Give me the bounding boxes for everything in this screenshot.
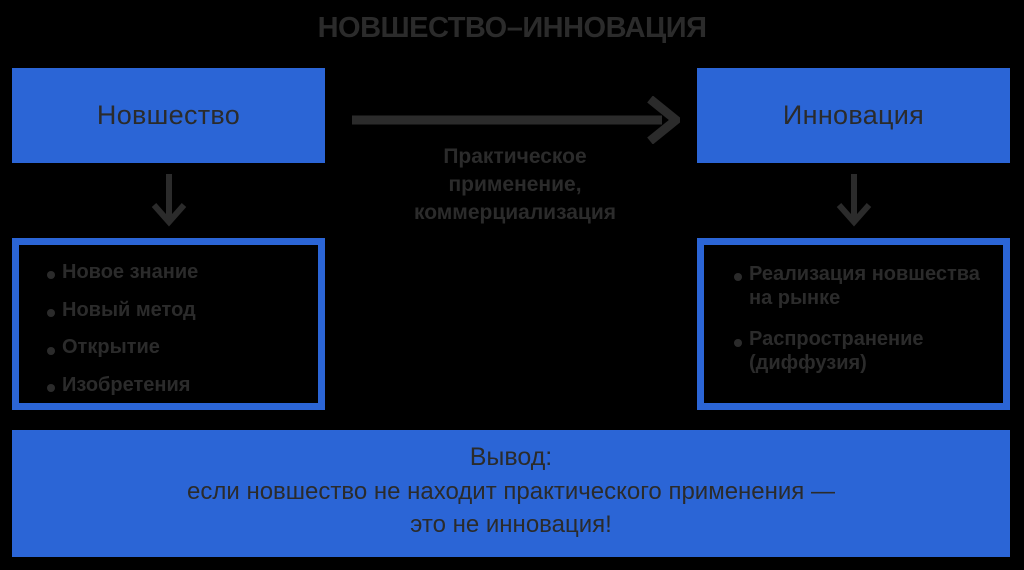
stage-box-novshestvo-label: Новшество — [96, 100, 241, 130]
bullet-icon — [47, 308, 55, 317]
list-item: Новое знание — [47, 261, 318, 285]
list-item: Изобретения — [47, 374, 318, 398]
list-item-label: Новое знание — [62, 261, 199, 283]
detail-box-novshestvo: Новое знание Новый метод Открытие Изобре… — [12, 238, 325, 410]
conclusion-line-2: это не инновация! — [410, 511, 612, 539]
list-item-label: Реализация новшества на рынке — [749, 263, 980, 309]
stage-box-novshestvo: Новшество — [12, 68, 325, 163]
list-item: Реализация новшества на рынке — [734, 263, 1003, 310]
list-item: Распространение (диффузия) — [734, 328, 1003, 375]
arrow-down-icon-right — [826, 172, 882, 228]
stage-box-innovatsiya-label: Инновация — [782, 100, 925, 130]
arrow-right-icon — [350, 96, 680, 144]
detail-box-innovatsiya: Реализация новшества на рынке Распростра… — [697, 238, 1010, 410]
bullet-icon — [734, 273, 742, 282]
bullet-icon — [47, 346, 55, 355]
bullet-icon — [47, 271, 55, 280]
bullet-icon — [734, 338, 742, 347]
list-item-label: Новый метод — [62, 298, 196, 321]
page-title: НОВШЕСТВО–ИННОВАЦИЯ — [317, 12, 707, 44]
conclusion-line-1: если новшество не находит практического … — [187, 477, 835, 505]
arrow-down-icon-left — [141, 172, 197, 228]
conclusion-heading: Вывод: — [469, 443, 553, 472]
transition-caption-line-3: коммерциализация — [413, 200, 617, 224]
list-item-label: Распространение (диффузия) — [749, 328, 924, 374]
conclusion-box: Вывод: если новшество не находит практич… — [12, 430, 1010, 557]
list-item: Новый метод — [47, 299, 318, 323]
bullet-icon — [47, 384, 55, 393]
stage-box-innovatsiya: Инновация — [697, 68, 1010, 163]
list-item-label: Открытие — [62, 336, 160, 359]
detail-list-novshestvo: Новое знание Новый метод Открытие Изобре… — [19, 245, 318, 397]
list-item: Открытие — [47, 336, 318, 360]
transition-caption-line-2: применение, — [448, 172, 582, 196]
list-item-label: Изобретения — [62, 373, 191, 396]
transition-caption-line-1: Практическое — [443, 145, 587, 168]
transition-caption: Практическое применение, коммерциализаци… — [355, 143, 675, 227]
detail-list-innovatsiya: Реализация новшества на рынке Распростра… — [704, 245, 1003, 375]
